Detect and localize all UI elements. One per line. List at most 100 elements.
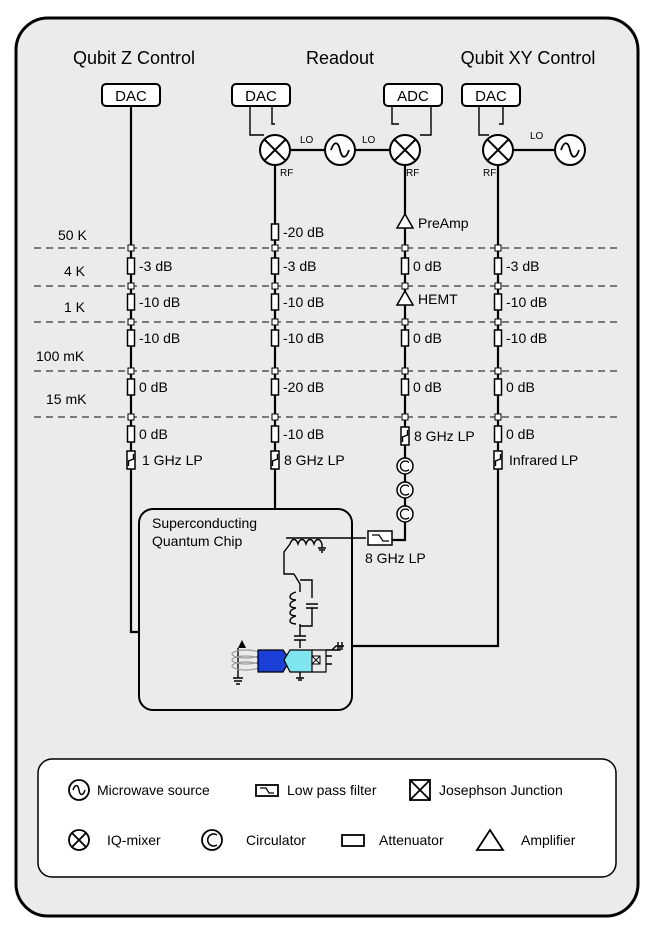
xy-filter-label: Infrared LP	[509, 452, 578, 468]
readout-out-lowpass-filter	[400, 426, 410, 446]
adc-box-readout: ADC	[383, 83, 443, 107]
readout-in-attenuator-3	[270, 293, 280, 311]
stage-label-100mk: 100 mK	[36, 348, 85, 364]
z-attenuator-3	[126, 329, 136, 347]
readout-out-attenuator-3	[400, 378, 410, 396]
z-att-label-1: -3 dB	[139, 258, 172, 274]
readout-output-wire	[392, 165, 407, 542]
readout-in-label-4: -10 dB	[283, 330, 324, 346]
xy-attenuator-2	[493, 293, 503, 311]
readout-out-label-1: 0 dB	[413, 258, 442, 274]
legend-circulator: Circulator	[201, 829, 306, 851]
chip-output-filter-label: 8 GHz LP	[365, 550, 426, 566]
svg-text:ADC: ADC	[397, 88, 429, 105]
readout-out-attenuator-1	[400, 257, 410, 275]
svg-text:Attenuator: Attenuator	[379, 832, 444, 848]
readout-in-attenuator-5	[270, 378, 280, 396]
qubit-device	[257, 642, 344, 681]
xy-att-label-1: -3 dB	[506, 258, 539, 274]
readout-in-label-2: -3 dB	[283, 258, 316, 274]
svg-text:RF: RF	[483, 168, 496, 179]
readout-microwave-source	[324, 134, 356, 166]
z-attenuator-2	[126, 293, 136, 311]
readout-in-lowpass-filter	[270, 450, 280, 470]
readout-out-iq-mixer	[389, 134, 421, 166]
svg-text:Microwave source: Microwave source	[97, 782, 210, 798]
z-att-label-2: -10 dB	[139, 294, 180, 310]
chip-title-line2: Quantum Chip	[152, 533, 242, 549]
stage-label-4k: 4 K	[64, 263, 86, 279]
readout-in-attenuator-4	[270, 329, 280, 347]
stage-label-1k: 1 K	[64, 299, 86, 315]
readout-in-attenuator-1	[270, 223, 280, 241]
stage-label-50k: 50 K	[58, 227, 87, 243]
readout-in-iq-mixer	[259, 134, 291, 166]
coupling-inductor	[283, 537, 366, 575]
readout-in-label-5: -20 dB	[283, 379, 324, 395]
z-att-label-3: -10 dB	[139, 330, 180, 346]
readout-in-label-3: -10 dB	[283, 294, 324, 310]
chip-output-filter	[367, 530, 393, 546]
z-att-label-4: 0 dB	[139, 379, 168, 395]
svg-text:IQ-mixer: IQ-mixer	[107, 832, 161, 848]
readout-in-attenuator-2	[270, 257, 280, 275]
dac-box-z: DAC	[101, 83, 161, 107]
readout-out-attenuator-2	[400, 329, 410, 347]
circulator-3	[396, 505, 414, 523]
dac-box-xy: DAC	[461, 83, 521, 107]
svg-text:Low pass filter: Low pass filter	[287, 782, 377, 798]
readout-in-attenuator-6	[270, 425, 280, 443]
svg-text:DAC: DAC	[115, 88, 147, 105]
readout-out-filter-label: 8 GHz LP	[414, 428, 475, 444]
z-attenuator-4	[126, 378, 136, 396]
readout-out-label-2: 0 dB	[413, 330, 442, 346]
header-z-control: Qubit Z Control	[73, 48, 195, 68]
z-att-label-5: 0 dB	[139, 426, 168, 442]
readout-in-label-1: -20 dB	[283, 224, 324, 240]
svg-text:Josephson Junction: Josephson Junction	[439, 782, 563, 798]
legend-microwave-source: Microwave source	[68, 779, 210, 801]
z-filter-label: 1 GHz LP	[142, 452, 203, 468]
readout-out-label-3: 0 dB	[413, 379, 442, 395]
svg-text:LO: LO	[300, 135, 314, 146]
z-lowpass-filter	[126, 450, 136, 470]
xy-att-label-4: 0 dB	[506, 379, 535, 395]
dac-box-readout: DAC	[231, 83, 291, 107]
svg-text:RF: RF	[280, 168, 293, 179]
xy-attenuator-3	[493, 329, 503, 347]
svg-text:Circulator: Circulator	[246, 832, 306, 848]
legend-josephson-junction: Josephson Junction	[409, 779, 563, 801]
chip-title-line1: Superconducting	[152, 515, 257, 531]
circulator-2	[396, 481, 414, 499]
svg-text:DAC: DAC	[475, 88, 507, 105]
svg-text:LO: LO	[530, 131, 544, 142]
legend-iq-mixer: IQ-mixer	[68, 829, 161, 851]
preamp-label: PreAmp	[418, 215, 469, 231]
z-attenuator-5	[126, 425, 136, 443]
xy-att-label-2: -10 dB	[506, 294, 547, 310]
legend-low-pass-filter: Low pass filter	[255, 782, 377, 798]
readout-in-label-6: -10 dB	[283, 426, 324, 442]
xy-attenuator-4	[493, 378, 503, 396]
svg-text:RF: RF	[406, 168, 419, 179]
legend-box	[37, 758, 617, 878]
header-xy-control: Qubit XY Control	[461, 48, 596, 68]
xy-iq-mixer	[482, 134, 514, 166]
readout-resonator	[289, 573, 318, 648]
hemt-label: HEMT	[418, 291, 458, 307]
svg-text:LO: LO	[362, 135, 376, 146]
xy-attenuator-5	[493, 425, 503, 443]
svg-text:Amplifier: Amplifier	[521, 832, 576, 848]
xy-att-label-5: 0 dB	[506, 426, 535, 442]
readout-in-filter-label: 8 GHz LP	[284, 452, 345, 468]
svg-text:DAC: DAC	[245, 88, 277, 105]
header-readout: Readout	[306, 48, 374, 68]
z-attenuator-1	[126, 257, 136, 275]
circulator-1	[396, 457, 414, 475]
xy-att-label-3: -10 dB	[506, 330, 547, 346]
xy-infrared-filter	[493, 450, 503, 470]
xy-attenuator-1	[493, 257, 503, 275]
legend-amplifier: Amplifier	[475, 828, 576, 851]
stage-label-15mk: 15 mK	[46, 391, 87, 407]
